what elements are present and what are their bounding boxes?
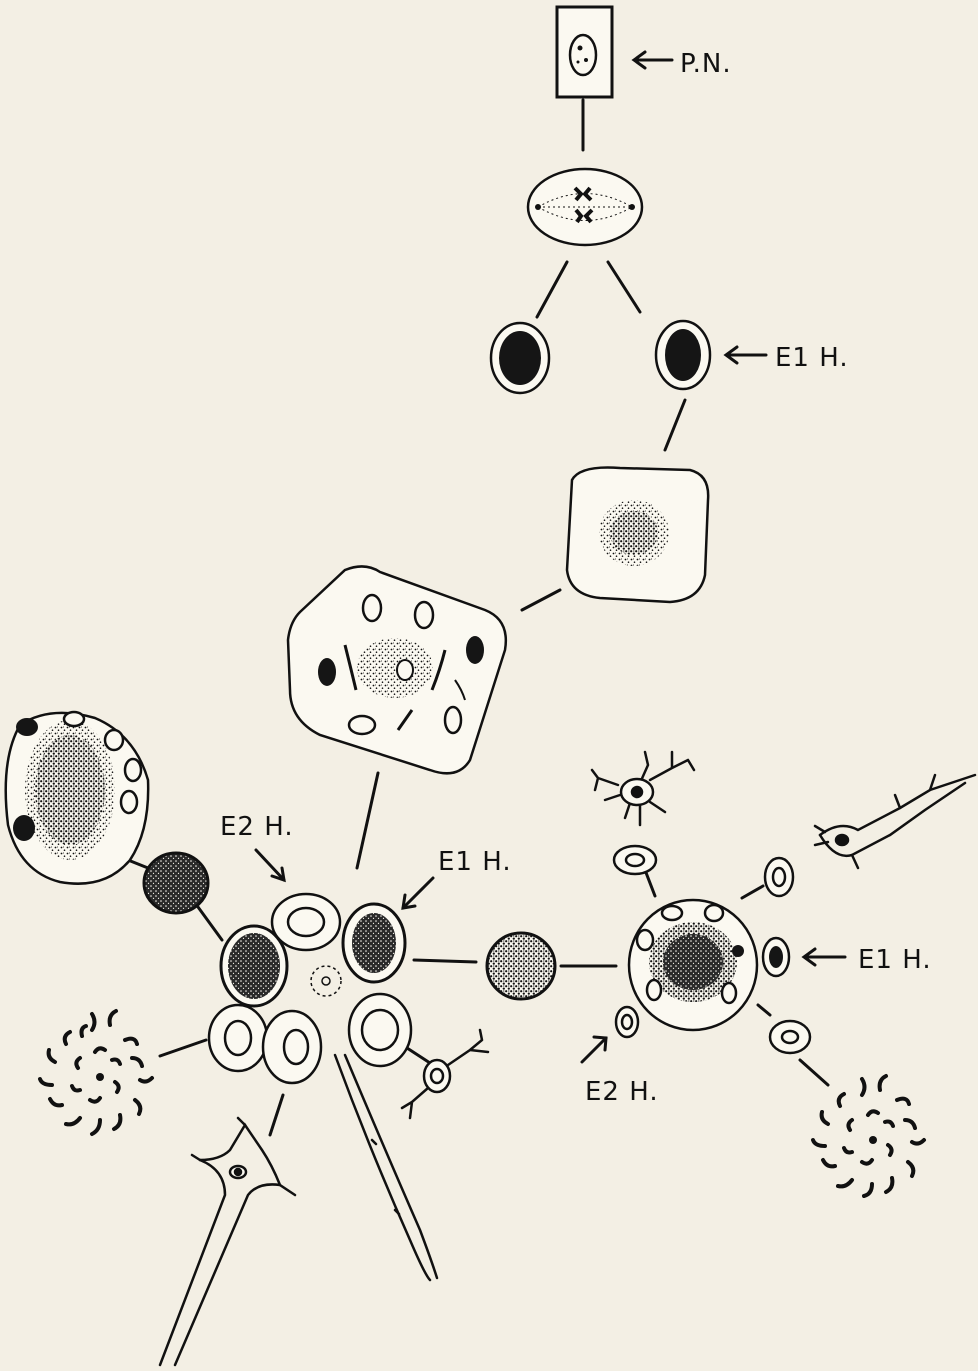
stippled-cell-middle xyxy=(487,933,555,999)
label-e1h-top: E1 H. xyxy=(775,343,849,373)
primary-nucleus-cell xyxy=(557,7,612,97)
arrow-e1h-left xyxy=(403,878,433,908)
dividing-cell xyxy=(528,169,642,245)
arrow-e1h-top xyxy=(726,347,766,363)
small-cell-right-upper xyxy=(765,858,793,896)
daughter-cell-left xyxy=(491,323,549,393)
polygonal-cell xyxy=(288,566,506,773)
label-pn: P.N. xyxy=(680,49,732,79)
right-large-cell xyxy=(629,900,757,1030)
elongated-cell-left-bottom xyxy=(160,1118,295,1365)
small-dark-cell-right xyxy=(763,938,789,976)
label-e1h-right: E1 H. xyxy=(858,945,932,975)
label-e1h-left: E1 H. xyxy=(438,847,512,877)
chromosome-cluster-right xyxy=(813,1076,924,1196)
label-e2h-left: E2 H. xyxy=(220,812,294,842)
long-fiber-cell xyxy=(335,1055,437,1280)
elongated-cell-top-right xyxy=(815,775,975,868)
small-cell-right-top xyxy=(614,846,656,874)
arrow-e2h-left xyxy=(256,850,284,880)
stellate-cell-top-right xyxy=(592,752,694,825)
daughter-cell-right xyxy=(656,321,710,389)
central-cluster xyxy=(209,894,411,1083)
arrow-pn xyxy=(634,52,672,68)
small-cell-right-bottom xyxy=(616,1007,638,1037)
small-cell-right-lower xyxy=(770,1021,810,1053)
arrow-e1h-right xyxy=(804,949,845,965)
large-multinucleate-cell xyxy=(6,712,148,884)
small-branched-cell xyxy=(402,1030,488,1118)
arrow-e2h-right xyxy=(582,1037,606,1062)
square-cell xyxy=(567,468,708,603)
label-e2h-right: E2 H. xyxy=(585,1077,659,1107)
chromosome-cluster-left xyxy=(40,1011,152,1134)
dark-stippled-cell-left xyxy=(144,853,208,913)
